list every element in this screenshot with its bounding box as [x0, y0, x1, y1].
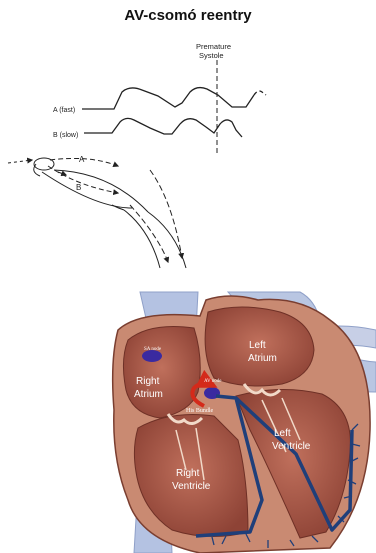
right-ventricle-label-2: Ventricle	[172, 481, 211, 492]
sa-node-label: SA node	[144, 347, 162, 352]
arrow-label-b: B	[76, 183, 81, 192]
left-ventricle-label-1: Left	[274, 428, 291, 439]
pathway-sketch	[8, 158, 186, 268]
right-ventricle-label-1: Right	[176, 468, 200, 479]
left-ventricle-label-2: Ventricle	[272, 441, 311, 452]
left-atrium-label-1: Left	[249, 340, 266, 351]
his-bundle-label: His Bundle	[186, 408, 214, 414]
av-node-label: AV node	[204, 379, 222, 384]
right-atrium-chamber	[123, 327, 200, 419]
arrow-label-a: A	[79, 155, 85, 164]
pathway-a-trace	[82, 88, 254, 109]
premature-label: Premature	[196, 42, 231, 51]
systole-label: Systole	[199, 51, 224, 60]
right-atrium-label-1: Right	[136, 376, 160, 387]
pathway-b-label: B (slow)	[53, 132, 78, 139]
left-atrium-label-2: Atrium	[248, 353, 277, 364]
waveform-diagram: Premature Systole A (fast) B (slow) A B	[8, 42, 266, 268]
pathway-b-trace	[84, 118, 242, 137]
pathway-a-label: A (fast)	[53, 107, 75, 114]
heart-illustration: SA node AV node His Bundle Right Atrium …	[113, 292, 376, 553]
right-atrium-label-2: Atrium	[134, 389, 163, 400]
pathway-a-dashed	[254, 91, 266, 95]
